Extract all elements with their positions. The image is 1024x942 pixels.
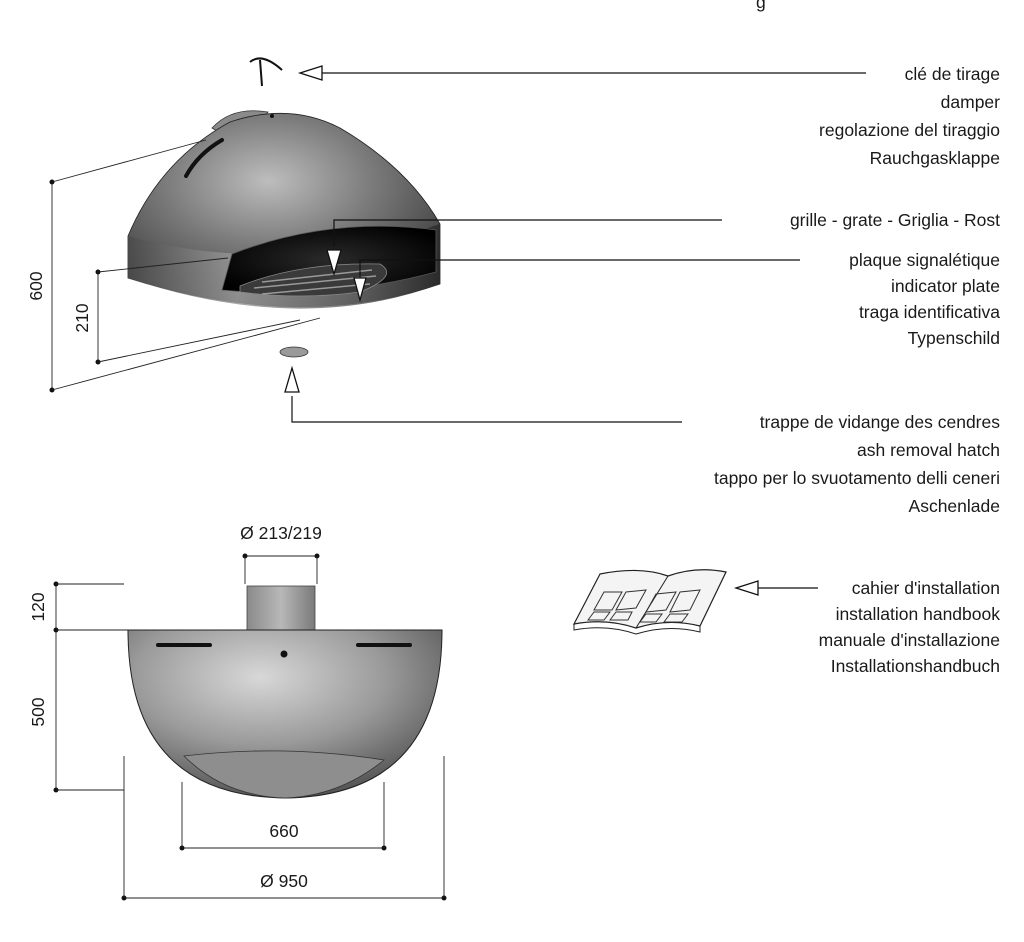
ash-label-en: ash removal hatch	[857, 440, 1000, 460]
plate-label-en: indicator plate	[891, 276, 1000, 296]
callout-ash: trappe de vidange des cendres ash remova…	[714, 412, 1000, 516]
top-dimension-lines	[49, 139, 321, 393]
grille-label: grille - grate - Griglia - Rost	[790, 210, 1000, 230]
damper-key-icon	[249, 57, 283, 87]
ash-arrow	[284, 365, 300, 393]
callout-handbook: cahier d'installation installation handb…	[819, 578, 1001, 676]
plate-label-de: Typenschild	[908, 328, 1000, 348]
callout-plate: plaque signalétique indicator plate trag…	[849, 250, 1000, 348]
ash-label-it: tappo per lo svuotamento delli ceneri	[714, 468, 1000, 488]
plate-label-it: traga identificativa	[859, 302, 1000, 322]
front-lower-band	[183, 750, 385, 799]
damper-label-de: Rauchgasklappe	[870, 148, 1000, 168]
ash-label-de: Aschenlade	[909, 496, 1000, 516]
handbook-label-it: manuale d'installazione	[819, 630, 1000, 650]
damper-arrow	[297, 65, 323, 81]
flue-pipe	[246, 585, 316, 631]
ash-hatch	[279, 346, 309, 358]
damper-label-it: regolazione del tiraggio	[819, 120, 1000, 140]
handbook-arrow	[733, 580, 759, 596]
damper-label-fr: clé de tirage	[905, 64, 1000, 84]
dim-body-height: 500	[28, 697, 48, 726]
callout-grille: grille - grate - Griglia - Rost	[790, 210, 1000, 230]
dim-opening-width: 660	[269, 821, 298, 841]
dim-flue-height: 120	[28, 592, 48, 621]
dim-body-diameter: Ø 950	[260, 871, 308, 891]
damper-label-en: damper	[941, 92, 1001, 112]
handbook-label-en: installation handbook	[836, 604, 1001, 624]
handbook-icon	[572, 569, 727, 635]
handbook-label-fr: cahier d'installation	[852, 578, 1000, 598]
fireplace-perspective	[127, 57, 441, 358]
grille-arrow	[326, 249, 342, 277]
top-callout-lines	[284, 65, 866, 423]
dim-opening-height: 210	[72, 303, 92, 332]
header-fragment: g	[756, 0, 766, 12]
plate-label-fr: plaque signalétique	[849, 250, 1000, 270]
front-dimension-lines	[53, 553, 447, 901]
ash-label-fr: trappe de vidange des cendres	[760, 412, 1001, 432]
callout-damper: clé de tirage damper regolazione del tir…	[819, 64, 1000, 168]
top-rivet	[270, 114, 274, 118]
dim-flue-diameter: Ø 213/219	[240, 523, 322, 543]
plate-arrow	[353, 277, 367, 303]
handbook-label-de: Installationshandbuch	[831, 656, 1000, 676]
front-rivet	[280, 650, 288, 658]
vent-slot	[184, 138, 224, 178]
fireplace-front-view	[127, 585, 443, 799]
dim-height-total: 600	[26, 271, 46, 300]
